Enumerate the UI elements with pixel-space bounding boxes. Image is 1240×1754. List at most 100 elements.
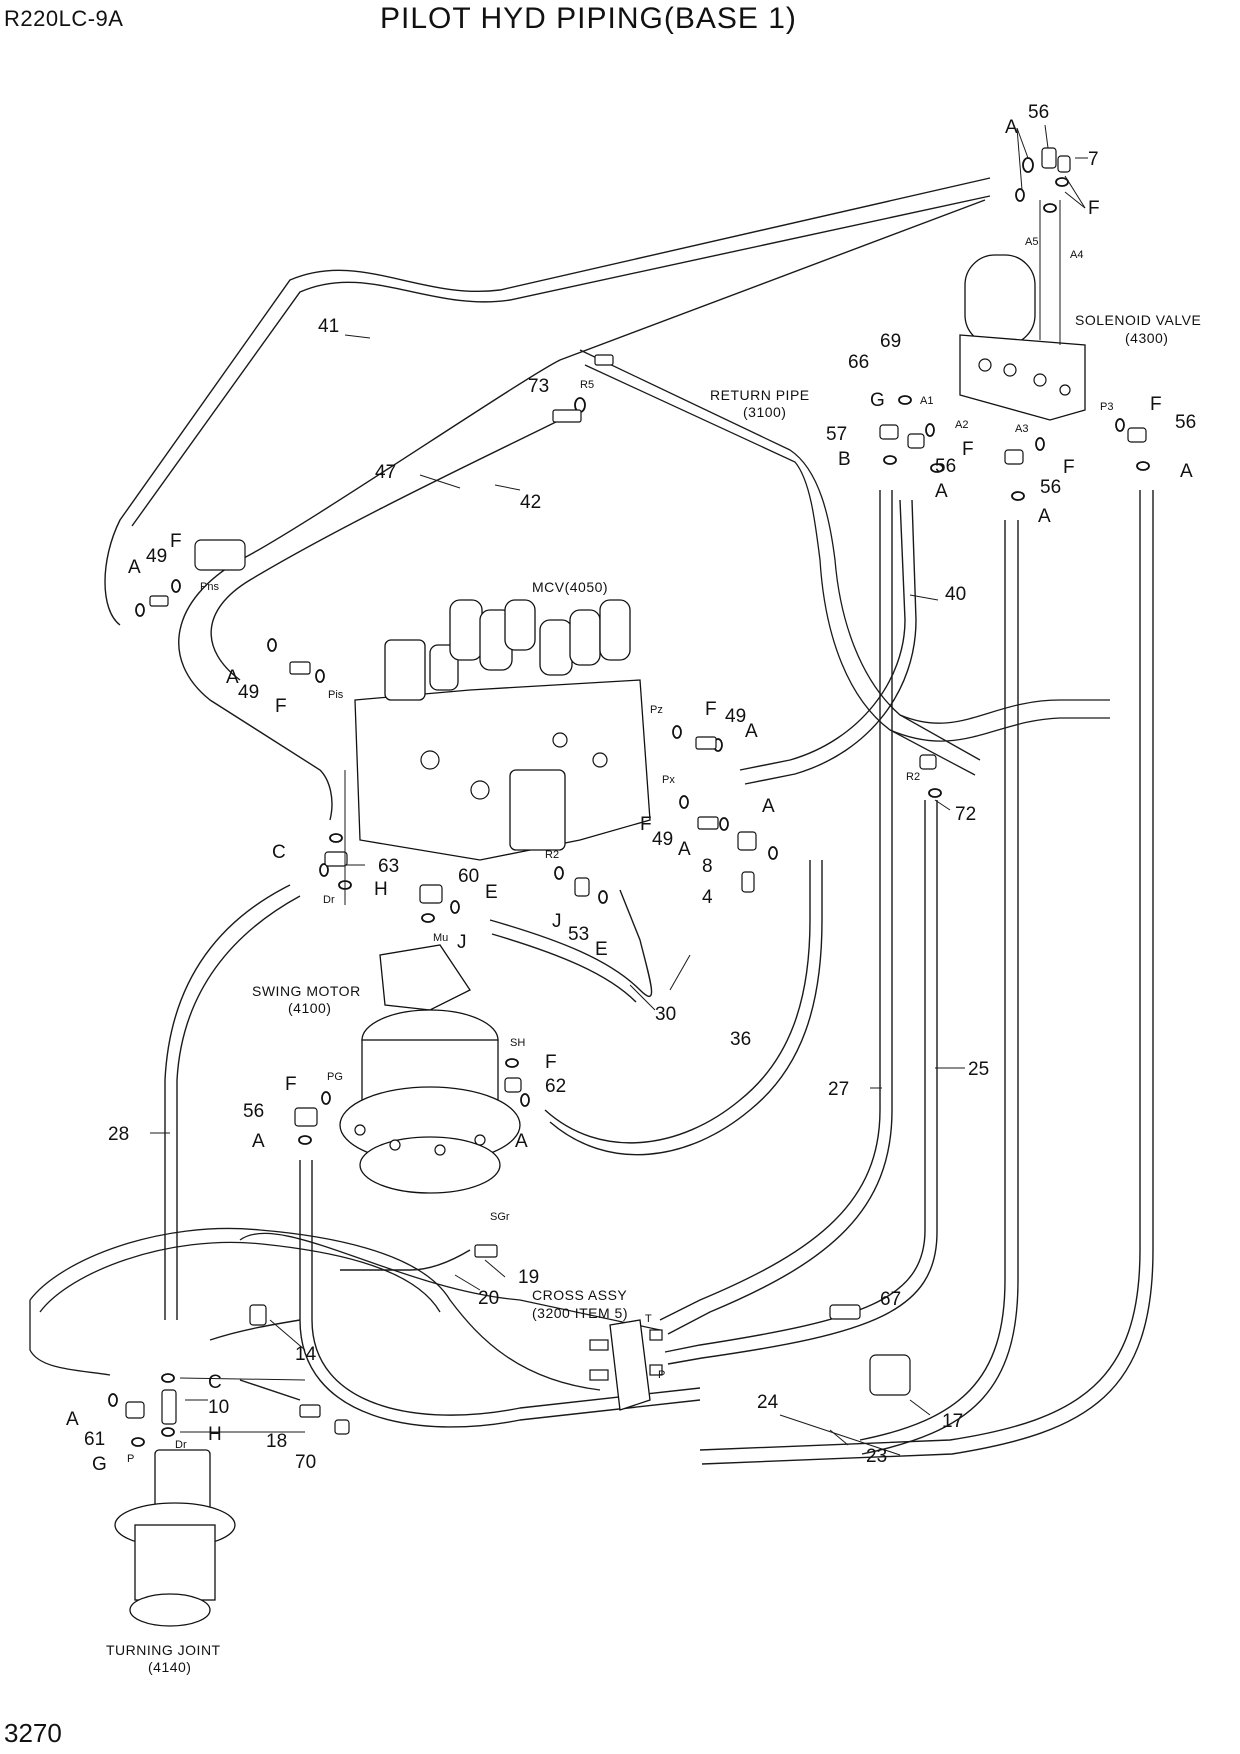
return-pipe-elbow-2 <box>889 717 1110 742</box>
callout-56-a3: 56 <box>1040 477 1061 498</box>
page-number: 3270 <box>4 1718 62 1748</box>
callout-56-pg: 56 <box>243 1101 264 1122</box>
solenoid-valve-ref: (4300) <box>1125 330 1168 346</box>
callout-h-tj: H <box>208 1424 222 1445</box>
callout-a-pz: A <box>745 721 758 742</box>
swing-motor-ref: (4100) <box>288 1000 331 1016</box>
callout-30: 30 <box>655 1004 676 1025</box>
callout-60: 60 <box>458 866 479 887</box>
solenoid-accumulator <box>964 254 1036 346</box>
callout-g-sol: G <box>870 390 885 411</box>
callout-67: 67 <box>880 1289 901 1310</box>
callout-j-mu: J <box>457 932 467 953</box>
mcv-label: MCV(4050) <box>532 579 608 595</box>
port-pns: Pns <box>200 581 219 593</box>
hose-18 <box>239 1379 301 1401</box>
callout-17: 17 <box>942 1411 963 1432</box>
port-a5: A5 <box>1025 236 1038 248</box>
main-control-valve: MCV(4050) <box>354 579 651 861</box>
port-dr-mcv: Dr <box>323 894 335 906</box>
swing-motor: SWING MOTOR (4100) <box>252 944 521 1194</box>
port-pz: Pz <box>650 704 663 716</box>
callout-f-a3: F <box>1063 457 1075 478</box>
hose-24b <box>311 1160 701 1416</box>
callout-a-a3: A <box>1038 506 1051 527</box>
callout-a-top: A <box>1005 117 1018 138</box>
port-t: T <box>645 1313 652 1325</box>
callout-42: 42 <box>520 492 541 513</box>
solenoid-block <box>959 334 1086 421</box>
part-callouts: 56 7 A F 41 69 66 73 G 57 B 56 A F F 56 … <box>66 102 1196 1475</box>
callout-a-p3: A <box>1180 461 1193 482</box>
callout-18: 18 <box>266 1431 287 1452</box>
port-r2-pipe: R2 <box>906 771 920 783</box>
hose-20 <box>340 1249 471 1271</box>
callout-f-pg: F <box>285 1074 297 1095</box>
model-number: R220LC-9A <box>4 6 124 31</box>
callout-62: 62 <box>545 1076 566 1097</box>
callout-f-top: F <box>1088 198 1100 219</box>
port-r5: R5 <box>580 379 594 391</box>
callout-g-tj: G <box>92 1454 107 1475</box>
callout-a-tj: A <box>66 1409 79 1430</box>
callout-f-pis: F <box>275 696 287 717</box>
callout-h-mcv: H <box>374 879 388 900</box>
callout-41: 41 <box>318 316 339 337</box>
callout-a-62: A <box>515 1131 528 1152</box>
callout-61: 61 <box>84 1429 105 1450</box>
hose-36 <box>544 860 811 1144</box>
callout-a-px-top: A <box>762 796 775 817</box>
hose-30b <box>491 933 637 1003</box>
callout-a-b: A <box>935 481 948 502</box>
page-title: PILOT HYD PIPING(BASE 1) <box>380 2 797 35</box>
callout-10: 10 <box>208 1397 229 1418</box>
callout-72: 72 <box>955 804 976 825</box>
callout-56-p3: 56 <box>1175 412 1196 433</box>
cross-assy: CROSS ASSY (3200 ITEM 5) <box>532 1287 663 1411</box>
callout-49-px: 49 <box>652 829 673 850</box>
hose-36b <box>549 860 823 1156</box>
callout-c-tj: C <box>208 1372 222 1393</box>
port-pg: PG <box>327 1071 343 1083</box>
callout-40: 40 <box>945 584 966 605</box>
callout-14: 14 <box>295 1344 317 1365</box>
callout-70: 70 <box>295 1452 316 1473</box>
port-p-tj: P <box>127 1453 134 1465</box>
port-a1: A1 <box>920 395 933 407</box>
callout-7: 7 <box>1088 149 1099 170</box>
callout-8: 8 <box>702 856 713 877</box>
return-pipe-label: RETURN PIPE <box>710 387 810 403</box>
hose-28b <box>176 895 301 1320</box>
leader-lines <box>150 124 1088 1456</box>
return-pipe <box>579 349 981 761</box>
hose-25b <box>667 800 938 1365</box>
callout-66: 66 <box>848 352 869 373</box>
callout-63: 63 <box>378 856 399 877</box>
hose-a3b <box>861 520 1019 1455</box>
port-px: Px <box>662 774 675 786</box>
callout-f-sh: F <box>545 1052 557 1073</box>
port-a2: A2 <box>955 419 968 431</box>
callout-f-pns: F <box>170 531 182 552</box>
hose-24 <box>299 1160 701 1428</box>
turning-joint: TURNING JOINT (4140) <box>106 1449 236 1675</box>
turning-joint-ref: (4140) <box>148 1659 191 1675</box>
pipe-23 <box>239 1232 661 1331</box>
hose-40 <box>739 499 906 771</box>
port-labels: A5 A4 A1 A2 A3 P3 R5 Pns Pis Pz Px R2 Dr… <box>127 236 1113 1465</box>
callout-24: 24 <box>757 1392 779 1413</box>
hose-p3b <box>701 490 1154 1465</box>
callout-49-pis: 49 <box>238 682 259 703</box>
hose-25 <box>664 800 926 1353</box>
hose-14 <box>209 1319 301 1341</box>
callout-47: 47 <box>375 462 396 483</box>
hose-27 <box>659 490 881 1321</box>
hose-lines <box>29 177 1154 1465</box>
callout-57: 57 <box>826 424 847 445</box>
callout-20: 20 <box>478 1288 499 1309</box>
callout-a-pg: A <box>252 1131 265 1152</box>
callout-25: 25 <box>968 1059 989 1080</box>
callout-a-pns: A <box>128 557 141 578</box>
hose-p3 <box>699 490 1141 1451</box>
solenoid-valve: SOLENOID VALVE (4300) <box>959 200 1201 421</box>
